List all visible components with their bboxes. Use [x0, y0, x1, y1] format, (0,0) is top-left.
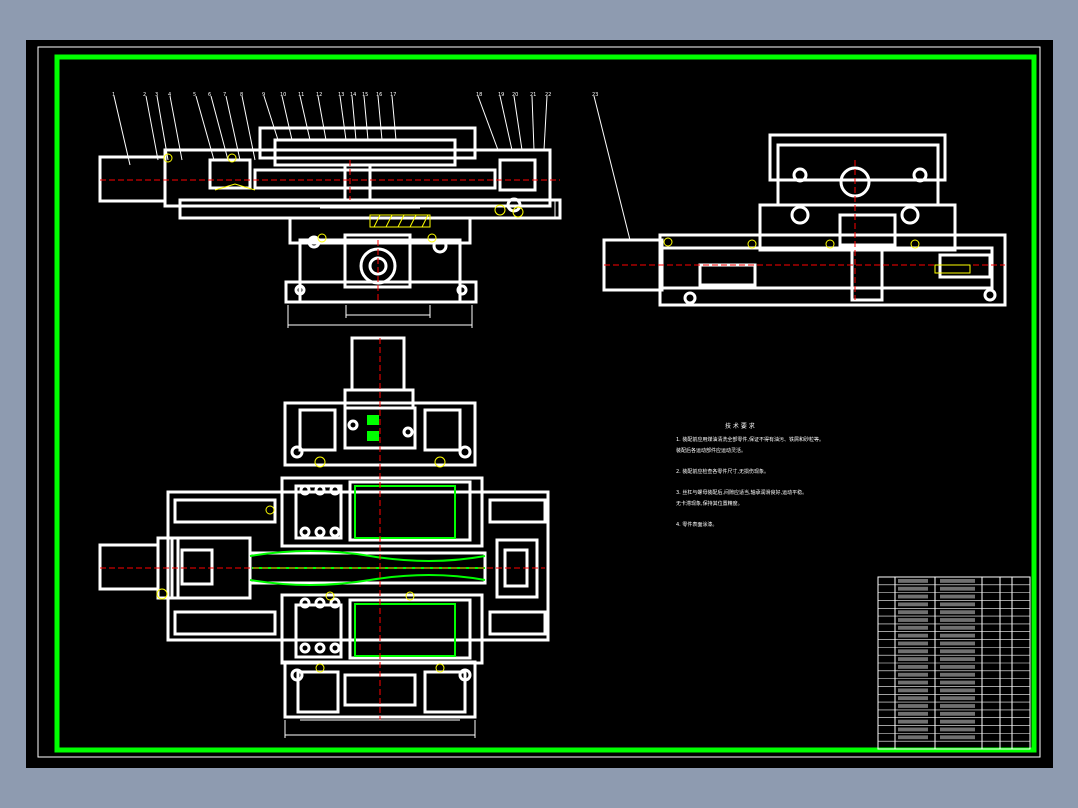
bom-cell-text	[898, 625, 928, 630]
bom-cell-text	[898, 649, 928, 654]
bom-cell-text	[898, 610, 928, 615]
bom-cell-text	[898, 672, 928, 677]
bom-cell-text	[940, 602, 975, 607]
tech-requirement-line: 2. 装配前应检查各零件尺寸,无损伤现象。	[676, 468, 769, 475]
bom-cell-text	[940, 696, 975, 701]
bom-cell-text	[898, 665, 928, 669]
svg-text:17: 17	[390, 92, 396, 98]
sheet-border	[37, 46, 1041, 758]
bom-cell-text	[898, 586, 928, 591]
svg-text:2: 2	[143, 92, 146, 98]
tech-requirement-line: 装配后各运动部件应运动灵活。	[676, 447, 746, 454]
svg-text:3: 3	[155, 92, 158, 98]
title-block[interactable]	[877, 576, 1031, 750]
side-view-hatch	[663, 237, 971, 274]
plan-view-centerlines	[100, 338, 545, 720]
bom-cell-text	[898, 680, 928, 685]
bom-cell-text	[940, 610, 975, 615]
bom-cell-text	[898, 657, 928, 661]
svg-text:1: 1	[112, 92, 115, 98]
bom-cell-text	[940, 672, 975, 677]
plan-view-hatch	[156, 456, 446, 673]
side-view[interactable]	[593, 95, 1007, 307]
bom-cell-text	[898, 602, 928, 607]
tech-requirement-line: 3. 丝杠与螺母装配后,间隙应适当,轴承润滑良好,运动平稳。	[676, 489, 807, 496]
svg-text:18: 18	[476, 92, 482, 98]
bom-cell-text	[940, 735, 975, 740]
svg-text:9: 9	[262, 92, 265, 98]
bom-cell-text	[898, 704, 928, 708]
bom-cell-text	[940, 665, 975, 669]
bom-cell-text	[940, 727, 975, 732]
svg-text:22: 22	[545, 92, 551, 98]
bom-cell-text	[898, 633, 928, 638]
bom-cell-text	[898, 641, 928, 646]
bom-rows	[878, 579, 1030, 742]
tech-requirement-line: 1. 装配前应用煤油清洗全部零件,保证不得有油污、铁屑和砂粒等。	[676, 436, 824, 443]
bom-cell-text	[940, 657, 975, 661]
svg-text:5: 5	[193, 92, 196, 98]
tech-requirement-line: 无卡滞现象,保持其位置精度。	[676, 500, 743, 507]
plan-view-dimensions	[284, 719, 476, 738]
svg-text:16: 16	[376, 92, 382, 98]
svg-text:15: 15	[362, 92, 368, 98]
svg-text:13: 13	[338, 92, 344, 98]
svg-text:19: 19	[498, 92, 504, 98]
tech-requirements: 技 术 要 求 1. 装配前应用煤油清洗全部零件,保证不得有油污、铁屑和砂粒等。…	[676, 422, 824, 528]
bom-cell-text	[940, 586, 975, 591]
drawing-area[interactable]	[26, 40, 1053, 768]
svg-text:21: 21	[530, 92, 536, 98]
front-view-hatch	[163, 153, 524, 243]
side-view-label: 23	[592, 92, 598, 98]
front-view-centerlines	[100, 160, 560, 300]
tech-requirements-title: 技 术 要 求	[725, 422, 755, 430]
tech-requirement-line: 4. 零件表面涂漆。	[676, 521, 717, 528]
bom-cell-text	[940, 711, 975, 716]
bom-cell-text	[940, 618, 975, 622]
bom-cell-text	[898, 618, 928, 622]
bom-cell-text	[940, 649, 975, 654]
bom-cell-text	[940, 594, 975, 599]
bom-cell-text	[940, 625, 975, 630]
bom-cell-text	[898, 719, 928, 724]
svg-text:14: 14	[350, 92, 356, 98]
bom-cell-text	[898, 688, 928, 693]
bom-cell-text	[898, 696, 928, 701]
bom-cell-text	[898, 579, 928, 583]
bom-cell-text	[940, 704, 975, 708]
bom-cell-text	[940, 579, 975, 583]
svg-text:20: 20	[512, 92, 518, 98]
bom-cell-text	[940, 641, 975, 646]
bom-cell-text	[940, 719, 975, 724]
front-view-dimensions	[287, 200, 556, 328]
bom-cell-text	[940, 680, 975, 685]
bom-cell-text	[940, 633, 975, 638]
drawing-frame	[54, 54, 1037, 753]
svg-text:8: 8	[240, 92, 243, 98]
svg-text:6: 6	[208, 92, 211, 98]
bom-cell-text	[940, 688, 975, 693]
svg-text:7: 7	[223, 92, 226, 98]
bom-cell-text	[898, 735, 928, 740]
svg-text:11: 11	[298, 92, 304, 98]
bom-cell-text	[898, 594, 928, 599]
svg-text:10: 10	[280, 92, 286, 98]
bom-cell-text	[898, 711, 928, 716]
svg-text:4: 4	[168, 92, 171, 98]
bom-cell-text	[898, 727, 928, 732]
svg-text:12: 12	[316, 92, 322, 98]
